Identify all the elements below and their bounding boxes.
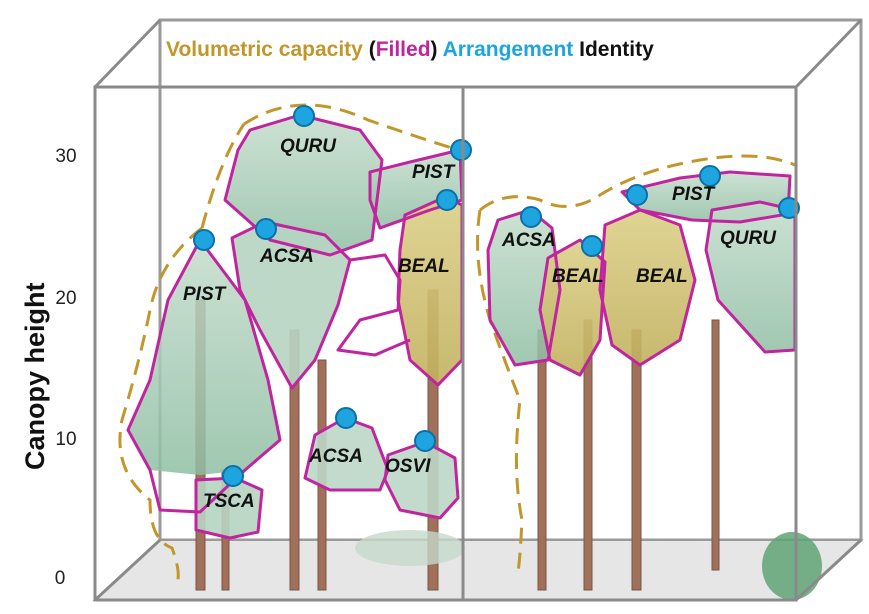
crown-fill-quru-right (706, 202, 795, 352)
crown-fill-pist-upper (370, 150, 462, 228)
crown-label: BEAL (636, 266, 688, 287)
y-axis-label: Canopy height (20, 282, 50, 470)
crown-label: ACSA (259, 246, 314, 267)
crown-labels: QURU PIST PIST ACSA BEAL ACSA OSVI TSCA … (183, 136, 777, 512)
crown-label: TSCA (203, 491, 255, 512)
crown-fill-beal-right-2 (600, 210, 695, 365)
ground-plane (92, 539, 864, 601)
outline-pist-left (126, 238, 282, 514)
blue-dot-icon (520, 206, 542, 228)
crown-label: ACSA (501, 230, 556, 251)
crown-label: ACSA (308, 446, 363, 467)
title-open-paren: ( (363, 38, 376, 61)
arrangement-markers (193, 105, 800, 487)
blue-dot-icon (222, 465, 244, 487)
blue-dot-icon (414, 430, 436, 452)
title-close-paren: ) (431, 38, 438, 61)
blue-dot-icon (778, 197, 800, 219)
y-tick-label: 30 (55, 146, 76, 167)
crown-label: QURU (720, 228, 777, 249)
diagram-title: Volumetric capacity (Filled) Arrangement… (166, 38, 654, 61)
crown-fill-beal-left (398, 197, 462, 385)
envelope-right (476, 154, 796, 573)
blue-dot-icon (626, 184, 648, 206)
bounding-box-front (93, 18, 863, 602)
crown-label: BEAL (398, 256, 450, 277)
shrub-right (762, 532, 822, 600)
outline-beal-right-2 (598, 208, 697, 367)
outline-quru-left (223, 113, 384, 257)
blue-dot-icon (335, 407, 357, 429)
blue-dot-icon (436, 189, 458, 211)
y-tick-label: 10 (55, 429, 76, 450)
y-tick-label: 0 (55, 568, 66, 589)
shrub-left (355, 530, 465, 566)
crown-label: PIST (183, 284, 227, 305)
outline-quru-right (704, 200, 797, 354)
outline-acsa-left (230, 220, 352, 390)
crown-fill-tsca (196, 478, 262, 538)
crown-fill-pist-left (128, 240, 280, 475)
y-tick-label: 20 (55, 288, 76, 309)
blue-dot-icon (293, 105, 315, 127)
title-identity: Identity (573, 38, 654, 61)
blue-dot-icon (699, 165, 721, 187)
blue-dot-icon (255, 218, 277, 240)
crown-fill-osvi (385, 442, 458, 518)
title-volumetric: Volumetric capacity (166, 38, 363, 61)
crown-label: PIST (412, 162, 456, 183)
crown-fill-beal-right-1 (540, 240, 605, 375)
crown-label: QURU (280, 136, 337, 157)
crown-label: PIST (672, 184, 716, 205)
crown-fill-acsa-lower (305, 418, 388, 490)
blue-dot-icon (450, 139, 472, 161)
blue-dot-icon (581, 235, 603, 257)
outline-mid-connector (336, 253, 411, 357)
crown-label: BEAL (552, 266, 604, 287)
title-filled: Filled (376, 38, 431, 61)
crown-foliage (128, 115, 822, 600)
crown-label: OSVI (385, 456, 431, 477)
title-arrangement: Arrangement (438, 38, 574, 61)
blue-dot-icon (193, 229, 215, 251)
